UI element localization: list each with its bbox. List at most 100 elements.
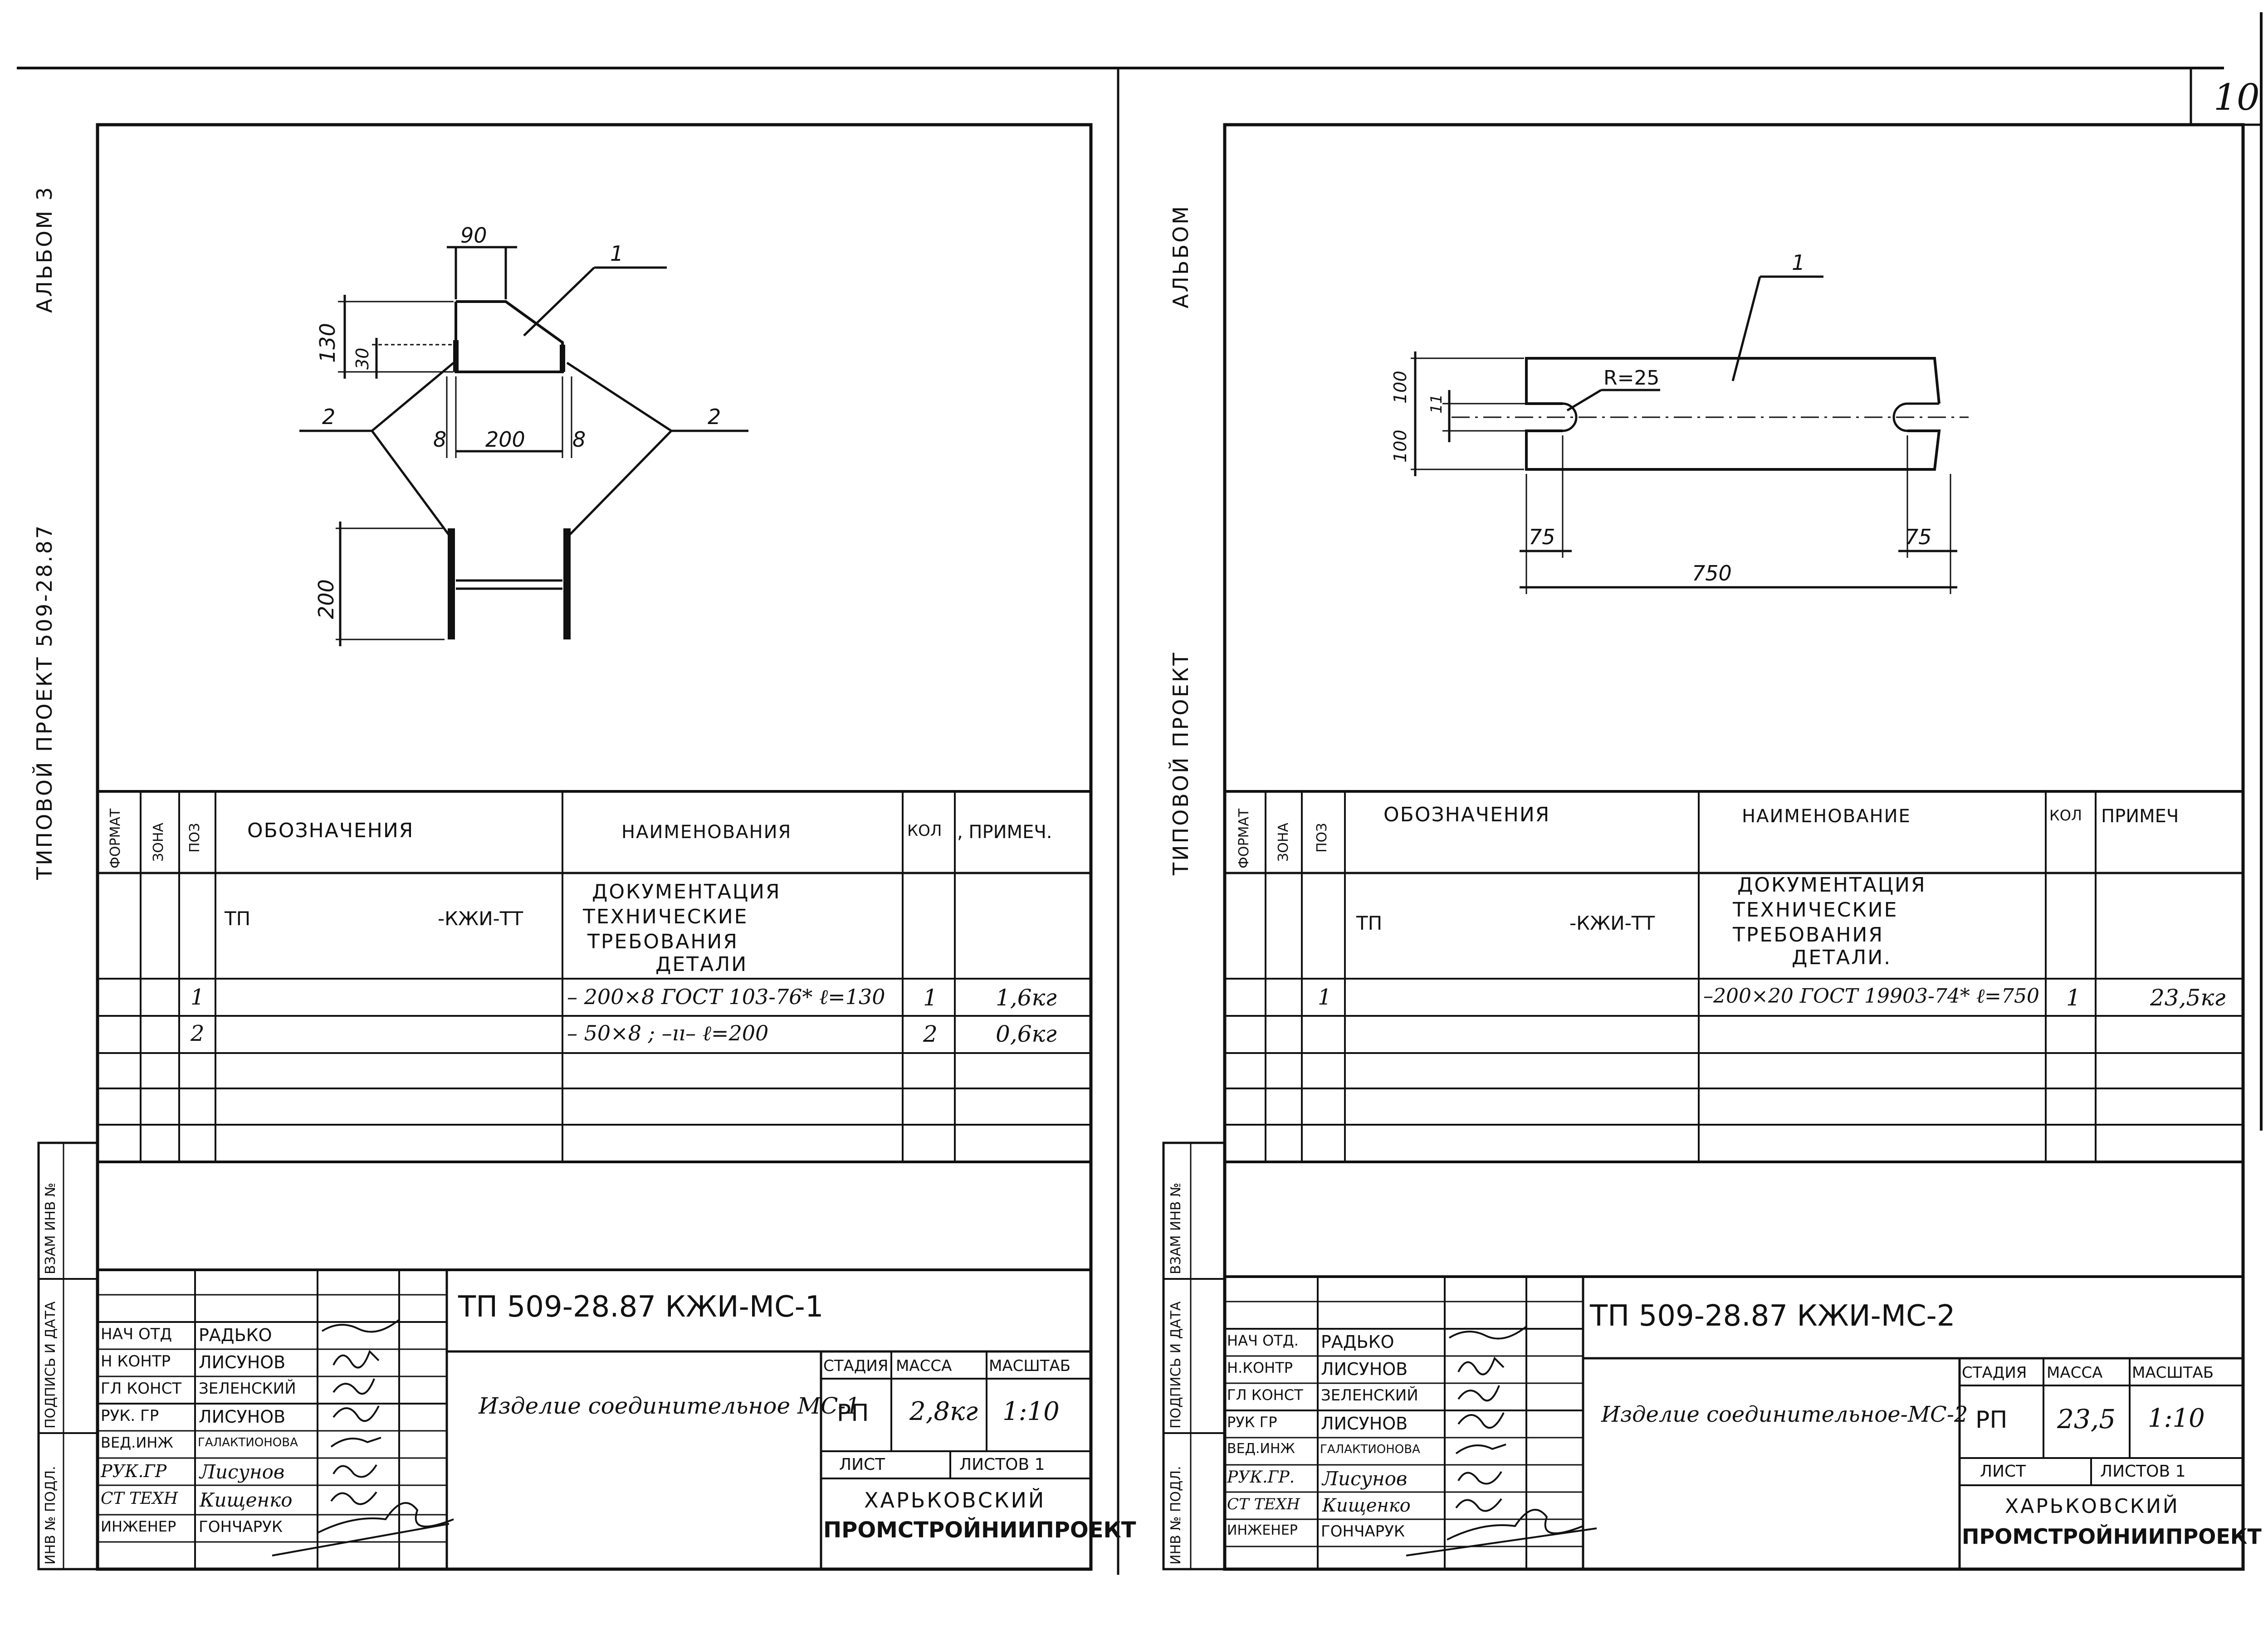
- left-stage-header: СТАДИЯ: [823, 1357, 889, 1375]
- dim-11: 11: [1427, 394, 1446, 414]
- right-sig-name-5: ГАЛАКТИОНОВА: [1320, 1443, 1420, 1456]
- right-scale-header: МАСШТАБ: [2132, 1364, 2214, 1382]
- right-stage-header: СТАДИЯ: [1962, 1364, 2027, 1382]
- right-sig-role-8: ИНЖЕНЕР: [1227, 1522, 1298, 1538]
- pos-2-right-label: 2: [708, 405, 721, 429]
- dim-75-left: 75: [1529, 525, 1555, 549]
- right-sig-name-4: ЛИСУНОВ: [1321, 1414, 1408, 1434]
- right-sig-role-4: РУК ГР: [1227, 1414, 1277, 1431]
- right-sig-role-3: ГЛ КОНСТ: [1227, 1386, 1303, 1404]
- dim-75-right: 75: [1905, 525, 1932, 549]
- left-header-designation: ОБОЗНАЧЕНИЯ: [247, 819, 414, 842]
- right-sig-role-1: НАЧ ОТД.: [1227, 1332, 1299, 1349]
- right-doc-designation-prefix: ТП: [1356, 912, 1383, 934]
- dim-8-left: 8: [433, 427, 446, 452]
- right-header-note: ПРИМЕЧ: [2101, 806, 2179, 827]
- right-row-1-name: –200×20 ГОСТ 19903-74* ℓ=750: [1703, 985, 2040, 1008]
- right-header-qty: КОЛ: [2049, 807, 2082, 824]
- left-org-line-1: ХАРЬКОВСКИЙ: [864, 1488, 1046, 1512]
- right-stamp-vzam-inv: ВЗАМ ИНВ №: [1168, 1182, 1184, 1274]
- left-sheet-label: ЛИСТ: [839, 1455, 885, 1474]
- right-header-zone: ЗОНА: [1276, 823, 1291, 862]
- right-doc-name-line-1: ДОКУМЕНТАЦИЯ: [1737, 873, 1926, 897]
- left-doc-name-line-3: ТРЕБОВАНИЯ: [587, 930, 738, 953]
- right-doc-designation-suffix: -КЖИ-ТТ: [1569, 912, 1655, 934]
- right-title-code: ТП 509-28.87 КЖИ-МС-2: [1590, 1299, 1955, 1333]
- left-header-format: ФОРМАТ: [108, 808, 123, 868]
- left-row-1-name: – 200×8 ГОСТ 103-76* ℓ=130: [567, 985, 885, 1009]
- radius-label: R=25: [1603, 366, 1659, 390]
- left-sig-name-3: ЗЕЛЕНСКИЙ: [199, 1380, 296, 1398]
- left-sig-role-3: ГЛ КОНСТ: [101, 1380, 182, 1398]
- left-stamp-inv-podl: ИНВ № ПОДЛ.: [43, 1466, 59, 1565]
- right-sig-name-6: Лисунов: [1322, 1468, 1408, 1490]
- left-sig-name-6: Лисунов: [200, 1461, 285, 1483]
- right-sheet-label: ЛИСТ: [1980, 1462, 2026, 1481]
- right-header-designation: ОБОЗНАЧЕНИЯ: [1383, 803, 1550, 826]
- left-sig-role-1: НАЧ ОТД: [101, 1325, 172, 1343]
- left-doc-name-line-1: ДОКУМЕНТАЦИЯ: [592, 880, 781, 903]
- right-drawing-dimension-text: 1 R=25 75 75 750 100 11 100: [1390, 250, 1932, 585]
- right-doc-name-line-2: ТЕХНИЧЕСКИЕ: [1733, 898, 1898, 922]
- left-mass-value: 2,8кг: [909, 1397, 978, 1426]
- right-sheets-label: ЛИСТОВ 1: [2100, 1462, 2186, 1481]
- right-sig-role-5: ВЕД.ИНЖ: [1227, 1441, 1295, 1457]
- right-sig-role-7: СТ ТЕХН: [1227, 1495, 1300, 1513]
- right-sig-name-8: ГОНЧАРУК: [1321, 1522, 1405, 1541]
- left-header-pos: ПОЗ: [187, 823, 203, 853]
- left-side-album-label: АЛЬБОМ 3: [32, 185, 57, 313]
- left-row-1-note: 1,6кг: [996, 985, 1057, 1011]
- pos-1-label: 1: [610, 241, 623, 266]
- right-sig-name-2: ЛИСУНОВ: [1321, 1359, 1408, 1379]
- right-header-format: ФОРМАТ: [1236, 808, 1252, 868]
- right-row-1-pos: 1: [1318, 985, 1332, 1010]
- right-scale-value: 1:10: [2148, 1404, 2205, 1433]
- left-scale-header: МАСШТАБ: [989, 1357, 1071, 1375]
- dim-90: 90: [460, 223, 487, 248]
- left-sig-role-5: ВЕД.ИНЖ: [101, 1434, 173, 1451]
- right-side-album-label: АЛЬБОМ: [1168, 204, 1193, 308]
- left-stamp-signature-date: ПОДПИСЬ И ДАТА: [43, 1301, 59, 1429]
- dim-100-top: 100: [1390, 371, 1410, 404]
- left-header-qty: КОЛ: [907, 822, 942, 840]
- left-header-zone: ЗОНА: [151, 823, 166, 862]
- right-row-1-qty: 1: [2066, 985, 2081, 1011]
- right-mass-value: 23,5: [2057, 1404, 2116, 1434]
- left-row-1-pos: 1: [191, 985, 205, 1010]
- left-scale-value: 1:10: [1002, 1397, 1060, 1426]
- right-header-pos: ПОЗ: [1314, 823, 1330, 853]
- left-sig-role-6: РУК.ГР: [101, 1461, 167, 1481]
- left-sig-role-8: ИНЖЕНЕР: [101, 1518, 176, 1535]
- left-row-1-qty: 1: [923, 985, 938, 1011]
- left-doc-designation-prefix: ТП: [225, 907, 251, 930]
- left-header-name: НАИМЕНОВАНИЯ: [621, 822, 792, 843]
- right-org-line-2: ПРОМСТРОЙНИИПРОЕКТ: [1962, 1524, 2262, 1549]
- left-row-2-name: – 50×8 ; –ıı– ℓ=200: [567, 1021, 769, 1045]
- dim-130: 130: [315, 323, 340, 363]
- pos-2-left-label: 2: [322, 405, 335, 429]
- right-sig-role-6: РУК.ГР.: [1227, 1468, 1295, 1487]
- right-sig-name-1: РАДЬКО: [1321, 1332, 1394, 1352]
- left-mass-header: МАССА: [896, 1357, 952, 1375]
- left-sig-name-2: ЛИСУНОВ: [199, 1352, 286, 1372]
- left-sig-name-1: РАДЬКО: [199, 1325, 272, 1345]
- right-part-drawing: [1411, 275, 1969, 594]
- right-stage-value: РП: [1975, 1406, 2008, 1434]
- pos-1-label: 1: [1792, 250, 1805, 275]
- left-sig-role-7: СТ ТЕХН: [101, 1489, 178, 1508]
- left-org-line-2: ПРОМСТРОЙНИИПРОЕКТ: [823, 1517, 1136, 1543]
- left-title-code: ТП 509-28.87 КЖИ-МС-1: [458, 1290, 824, 1324]
- left-drawing-dimension-text: 90 1 2 2 8 200 8 130 30 200: [314, 223, 721, 619]
- dim-8-right: 8: [572, 427, 586, 452]
- right-doc-name-line-3: ТРЕБОВАНИЯ: [1733, 923, 1884, 946]
- left-doc-name-line-2: ТЕХНИЧЕСКИЕ: [583, 905, 748, 928]
- left-sig-name-4: ЛИСУНОВ: [199, 1407, 286, 1427]
- left-stamp-vzam-inv: ВЗАМ ИНВ №: [43, 1182, 59, 1274]
- right-header-name: НАИМЕНОВАНИЕ: [1742, 806, 1911, 827]
- dim-200-h: 200: [485, 427, 525, 452]
- left-product-name: Изделие соединительное МС-1: [479, 1393, 860, 1419]
- left-sig-role-2: Н КОНТР: [101, 1352, 171, 1371]
- right-stamp-signature-date: ПОДПИСЬ И ДАТА: [1168, 1301, 1184, 1429]
- left-doc-name-line-4: ДЕТАЛИ: [655, 953, 748, 976]
